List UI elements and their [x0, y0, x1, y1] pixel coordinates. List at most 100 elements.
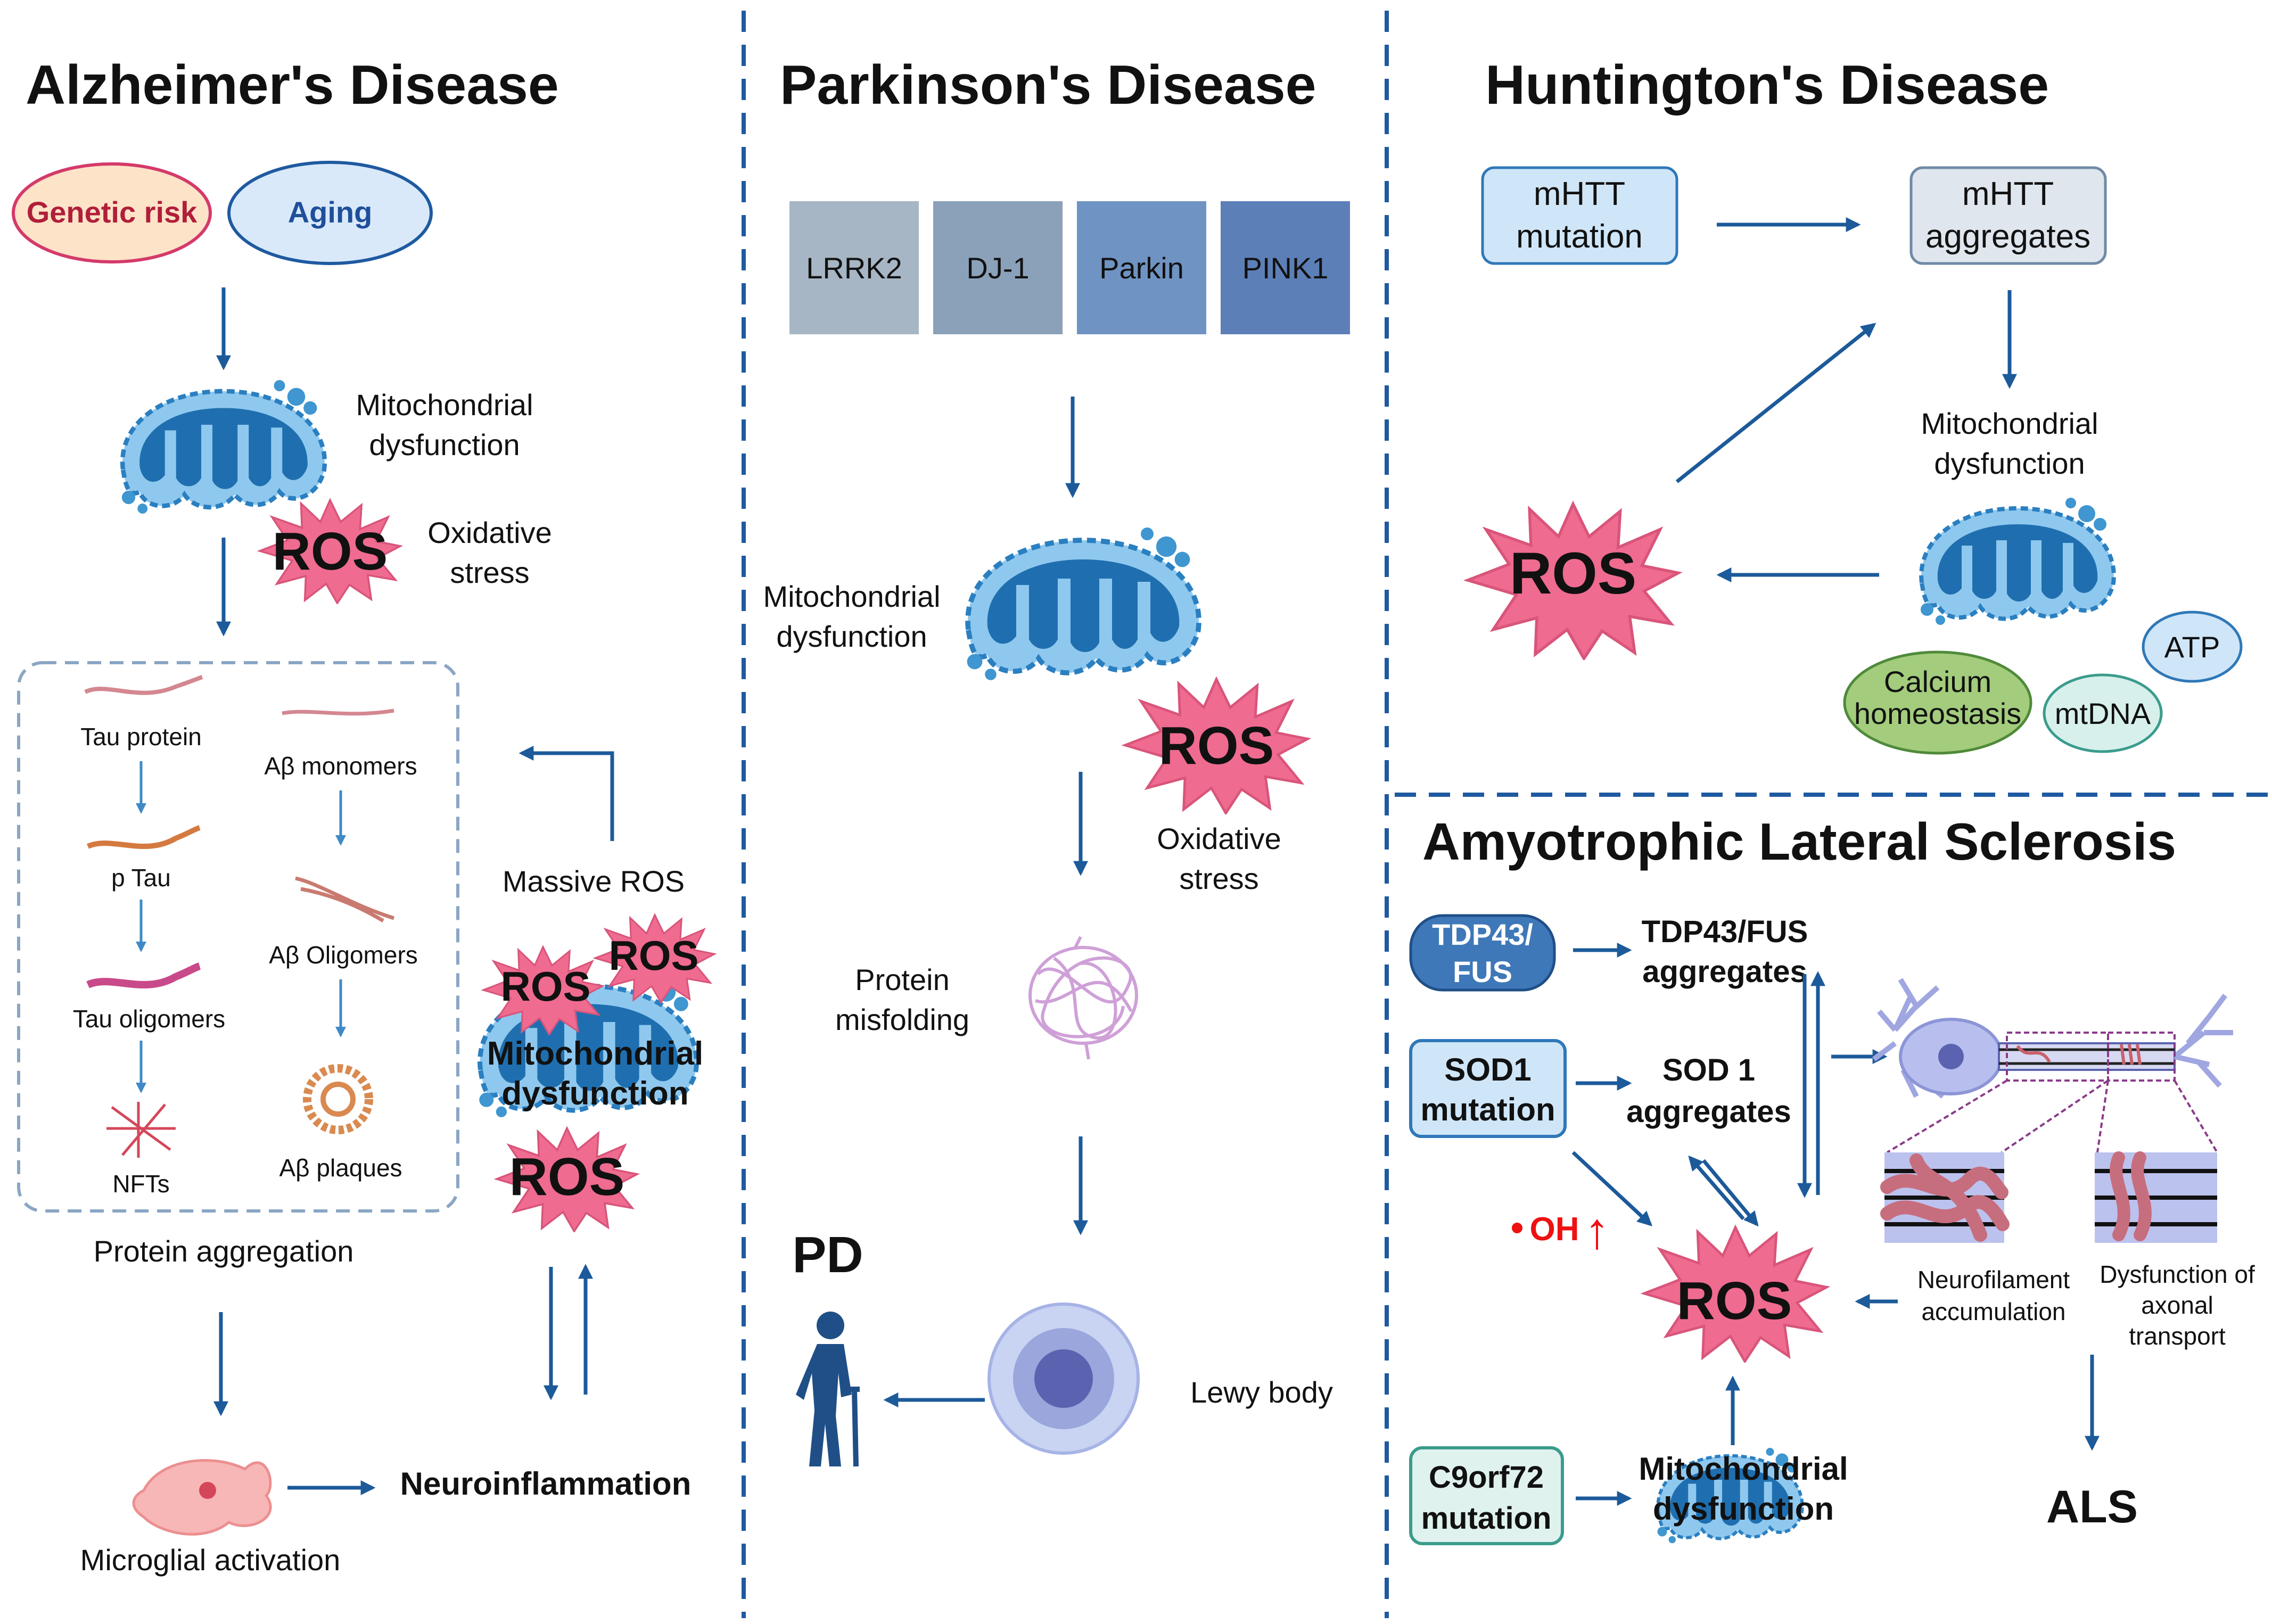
elderly-person-icon	[796, 1312, 860, 1466]
pd-label: PD	[792, 1226, 863, 1283]
ad-mito-label-1: Mitochondrial	[356, 388, 533, 422]
ad-mito2-label-1: Mitochondrial	[487, 1035, 703, 1072]
sod1-mutation-box	[1409, 1039, 1567, 1138]
arrow-ros-to-aggregates	[1675, 323, 1876, 483]
tau-protein-label: Tau protein	[80, 723, 202, 751]
als-panel: Amyotrophic Lateral Sclerosis TDP43/ FUS…	[1409, 812, 2255, 1545]
tdp-box-2: FUS	[1453, 955, 1512, 988]
tdp-box-1: TDP43/	[1432, 918, 1533, 951]
aging-ellipse	[227, 161, 433, 265]
axonal-label-1: Dysfunction of	[2100, 1260, 2255, 1288]
p-tau-label: p Tau	[111, 864, 171, 892]
ab-plaques-core-icon	[320, 1082, 356, 1117]
ab-oligomers-label: Aβ Oligomers	[269, 941, 418, 969]
ab-plaques-label: Aβ plaques	[279, 1154, 402, 1182]
hd-mito-label-1: Mitochondrial	[1921, 407, 2098, 440]
pd-misfold-label-1: Protein	[855, 963, 949, 996]
als-ros-label: ROS	[1677, 1271, 1792, 1331]
protein-aggregation-box	[17, 661, 459, 1213]
neurofil-label-1: Neurofilament	[1917, 1266, 2070, 1293]
microglia-icon	[132, 1459, 272, 1536]
tdp-agg-2: aggregates	[1642, 954, 1807, 989]
lewy-body-icon	[987, 1303, 1140, 1455]
mhtt-mutation-box	[1481, 166, 1678, 265]
als-title: Amyotrophic Lateral Sclerosis	[1422, 812, 2176, 871]
sod-agg-1: SOD 1	[1662, 1053, 1755, 1087]
aging-label: Aging	[288, 195, 373, 229]
oh-label: OH	[1530, 1211, 1579, 1248]
c9orf72-box	[1409, 1446, 1564, 1545]
arrow-massive-ros-feedback	[518, 746, 614, 841]
atp-label: ATP	[2164, 630, 2220, 664]
tdp-agg-1: TDP43/FUS	[1642, 914, 1808, 949]
pd-mitochondria-icon	[967, 527, 1199, 680]
pd-gene-box	[933, 201, 1063, 334]
ad-ros-b: ROS	[608, 932, 698, 979]
axonal-label-3: transport	[2129, 1322, 2226, 1350]
huntingtons-title: Huntington's Disease	[1485, 54, 2049, 116]
lewy-body-label: Lewy body	[1190, 1375, 1333, 1409]
als-mito-label-1: Mitochondrial	[1639, 1451, 1848, 1487]
nfts-label: NFTs	[112, 1170, 169, 1198]
arrow-sod-to-ros	[1571, 1151, 1653, 1226]
ad-ros-label: ROS	[273, 522, 388, 581]
ad-mito-label-2: dysfunction	[369, 428, 520, 461]
genetic-risk-label: Genetic risk	[27, 195, 197, 229]
alzheimers-title: Alzheimer's Disease	[26, 54, 559, 116]
mtdna-ellipse	[2043, 673, 2163, 753]
hd-ros-label: ROS	[1510, 541, 1636, 606]
pd-gene-label: DJ-1	[966, 251, 1029, 285]
pd-gene-box	[789, 201, 919, 334]
alzheimers-panel: Alzheimer's Disease Genetic risk Aging M…	[12, 54, 715, 1577]
oh-dot: •	[1511, 1207, 1524, 1248]
pd-mito-label-2: dysfunction	[776, 620, 927, 653]
als-mito-label-2: dysfunction	[1653, 1491, 1834, 1527]
microglial-label: Microglial activation	[80, 1543, 341, 1577]
mtdna-label: mtDNA	[2055, 697, 2151, 730]
ad-ros-c: ROS	[509, 1147, 625, 1207]
protein-aggregation-label: Protein aggregation	[94, 1234, 354, 1268]
mhtt-aggregates-box	[1909, 166, 2107, 265]
oh-up-arrow: ↑	[1584, 1202, 1610, 1259]
ab-monomers-label: Aβ monomers	[264, 752, 417, 780]
pd-ros-label: ROS	[1159, 716, 1274, 776]
motor-neuron-icon	[1872, 978, 2233, 1153]
pd-gene-box	[1221, 201, 1350, 334]
genetic-risk-ellipse	[12, 162, 212, 263]
tau-oligomers-label: Tau oligomers	[73, 1005, 225, 1033]
c9-box-1: C9orf72	[1429, 1460, 1544, 1495]
atp-ellipse	[2142, 611, 2243, 683]
ad-oxidative-2: stress	[450, 556, 529, 589]
tau-oligomers-icon	[86, 962, 201, 988]
c9-box-2: mutation	[1421, 1501, 1552, 1536]
mitochondria-icon	[122, 380, 325, 514]
nfts-icon	[106, 1102, 176, 1158]
pd-oxidative-2: stress	[1179, 862, 1258, 895]
pd-gene-label: LRRK2	[806, 251, 902, 285]
arrow-ros-to-agg	[1688, 1155, 1745, 1221]
sod-box-1: SOD1	[1444, 1052, 1531, 1087]
protein-misfolding-icon	[1028, 936, 1138, 1060]
pd-gene-label: Parkin	[1099, 251, 1184, 285]
mhtt-aggregates-1: mHTT	[1962, 176, 2054, 212]
ab-plaques-icon	[303, 1064, 373, 1134]
neurofil-label-2: accumulation	[1921, 1298, 2065, 1325]
mhtt-aggregates-2: aggregates	[1925, 218, 2090, 255]
pd-misfold-label-2: misfolding	[835, 1003, 969, 1036]
microglia-nucleus-icon	[199, 1482, 216, 1499]
tau-protein-icon	[84, 675, 203, 695]
axonal-transport-icon	[2095, 1151, 2217, 1243]
pd-oxidative-1: Oxidative	[1157, 822, 1281, 855]
mhtt-mutation-1: mHTT	[1534, 176, 1625, 212]
pd-mito-label-1: Mitochondrial	[763, 580, 940, 613]
axonal-label-2: axonal	[2141, 1291, 2213, 1319]
als-label: ALS	[2046, 1481, 2138, 1532]
huntingtons-panel: Huntington's Disease mHTT mutation mHTT …	[1468, 54, 2243, 755]
parkinsons-title: Parkinson's Disease	[780, 54, 1316, 116]
tdp-fus-box	[1409, 914, 1556, 992]
ab-monomers-icon	[282, 708, 394, 716]
hd-mitochondria-icon	[1921, 498, 2114, 625]
massive-ros-label: Massive ROS	[503, 864, 685, 898]
